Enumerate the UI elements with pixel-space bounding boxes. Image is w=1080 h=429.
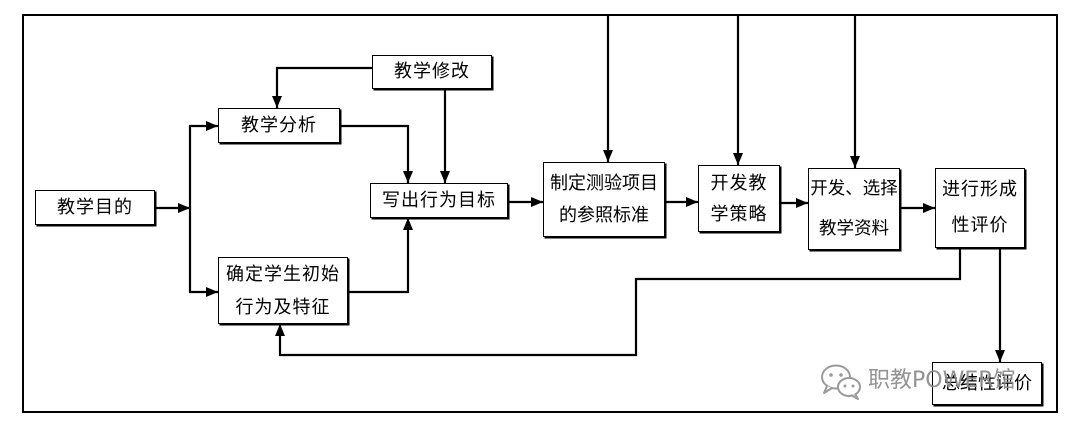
node-label-line: 教学修改 xyxy=(394,61,470,82)
node-summative-evaluation: 总结性评价 xyxy=(932,362,1042,405)
node-revise-instruction: 教学修改 xyxy=(372,55,492,89)
node-learner-entry-behaviors: 确定学生初始 行为及特征 xyxy=(218,257,348,324)
node-performance-objectives: 写出行为目标 xyxy=(370,183,508,218)
node-label-line: 确定学生初始 xyxy=(226,263,340,285)
node-label-line: 教学资料 xyxy=(819,219,889,239)
node-label-line: 性评价 xyxy=(951,215,1009,236)
watermark-text: 职教POWER馆 xyxy=(868,368,1016,393)
node-label-line: 进行形成 xyxy=(942,179,1018,200)
node-label-line: 写出行为目标 xyxy=(382,189,496,211)
node-instructional-materials: 开发、选择 教学资料 xyxy=(808,168,900,250)
node-label-line: 开发教 xyxy=(710,172,768,194)
node-teaching-goal: 教学目的 xyxy=(35,190,155,225)
arrow-analysis-to-objectives xyxy=(340,124,413,183)
node-label-line: 制定测验项目 xyxy=(550,172,658,194)
node-label-line: 的参照标准 xyxy=(559,204,649,226)
arrow-formative-feedback-loop xyxy=(275,248,962,357)
node-label-line: 学策略 xyxy=(710,203,768,225)
arrow-revision-to-analysis xyxy=(272,66,372,108)
node-label-line: 开发、选择 xyxy=(810,179,898,199)
node-instructional-analysis: 教学分析 xyxy=(218,108,340,143)
wechat-icon xyxy=(821,364,861,400)
node-label-line: 教学目的 xyxy=(57,196,133,218)
diagram-frame xyxy=(22,14,1058,413)
node-instructional-strategy: 开发教 学策略 xyxy=(698,165,780,232)
node-formative-evaluation: 进行形成 性评价 xyxy=(935,168,1025,248)
node-criterion-tests: 制定测验项目 的参照标准 xyxy=(543,162,665,237)
node-label-line: 行为及特征 xyxy=(235,296,331,318)
arrow-entry-behaviors-to-objectives xyxy=(348,218,413,294)
node-label-line: 总结性评价 xyxy=(942,372,1032,394)
node-label-line: 教学分析 xyxy=(241,114,317,136)
